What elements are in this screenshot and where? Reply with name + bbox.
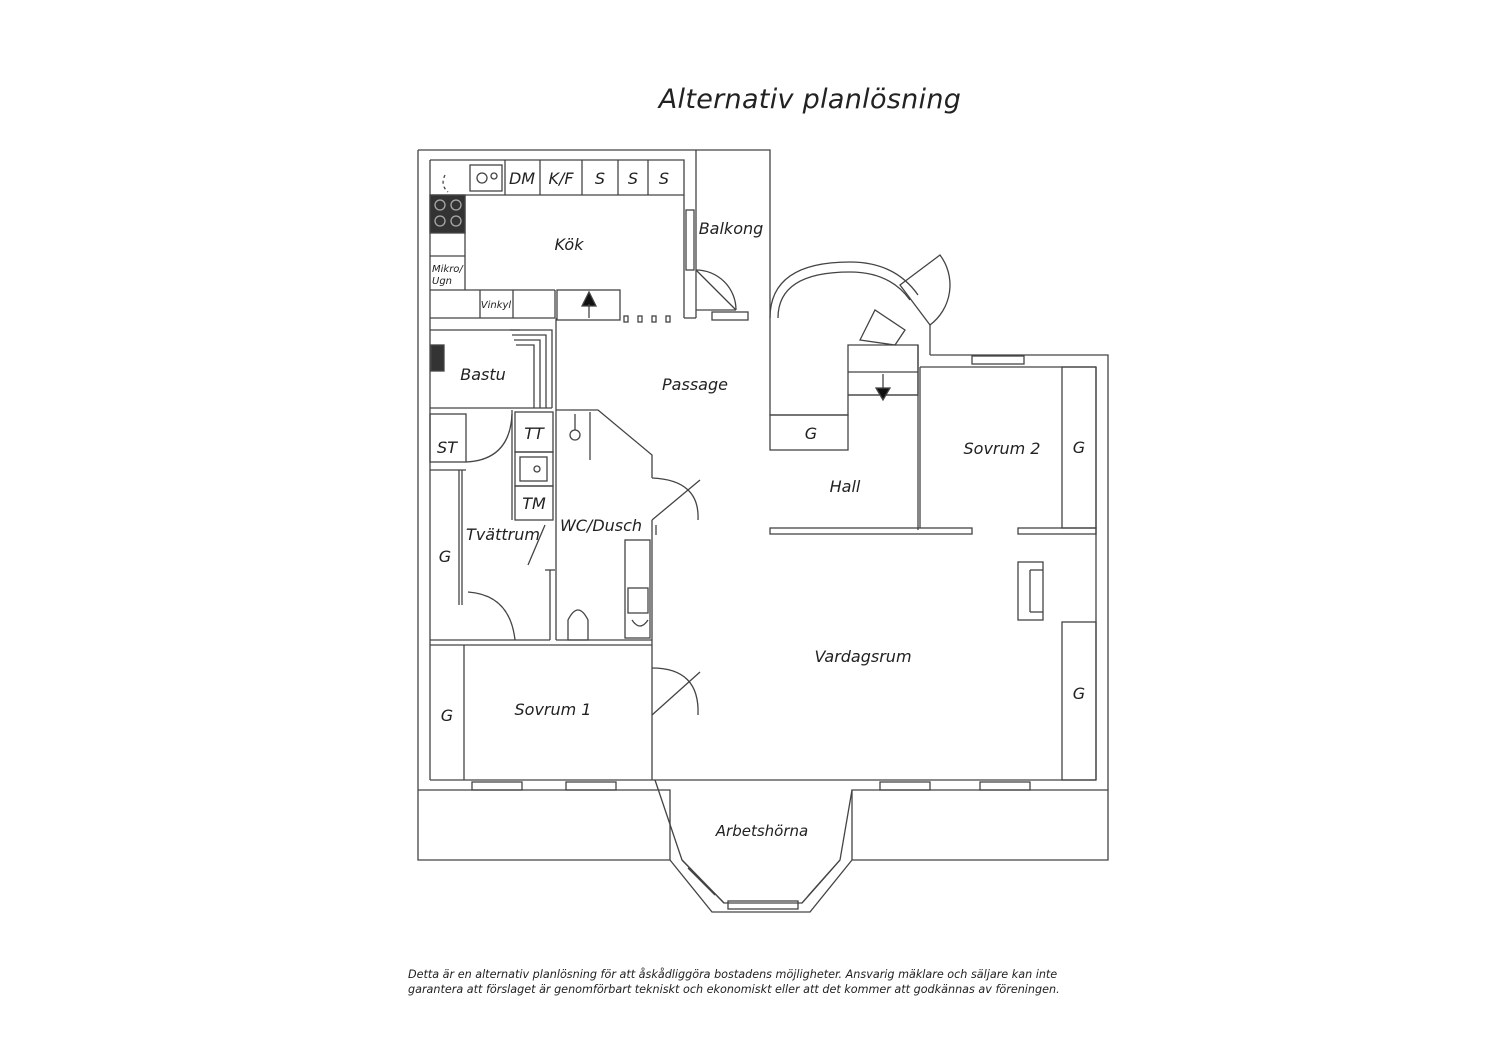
- laundry: [429, 410, 555, 641]
- balcony-door: [685, 209, 749, 321]
- room-balkong-label: Balkong: [699, 219, 764, 238]
- closet-hall-label: G: [805, 424, 817, 443]
- closet-vardagsrum-label: G: [1073, 684, 1085, 703]
- room-vardagsrum-label: Vardagsrum: [814, 647, 911, 666]
- fixture-vinkyl-label: Vinkyl: [481, 300, 512, 311]
- fixture-ugn-label: Ugn: [432, 276, 452, 287]
- interior-walls: [769, 355, 1097, 781]
- room-arbetshorna-label: Arbetshörna: [715, 822, 808, 840]
- room-wc-dusch-label: WC/Dusch: [560, 516, 642, 535]
- fixture-s1-label: S: [595, 169, 605, 188]
- closet-sovrum1-label: G: [441, 706, 453, 725]
- sauna: [430, 318, 557, 640]
- bay-window: [654, 779, 853, 910]
- room-tvattrum-label: Tvättrum: [466, 525, 540, 544]
- bedroom-1: [430, 644, 1031, 791]
- kitchen: [429, 160, 696, 323]
- fixture-kf-label: K/F: [548, 169, 574, 188]
- closet-tvattrum-label: G: [439, 547, 451, 566]
- fixture-tt-label: TT: [524, 424, 545, 443]
- disclaimer-line-1: Detta är en alternativ planlösning för a…: [408, 968, 1058, 981]
- entrance-stair: [769, 254, 951, 530]
- disclaimer-line-2: garantera att förslaget är genomförbart …: [408, 983, 1060, 996]
- room-passage-label: Passage: [662, 375, 728, 394]
- plan-title: Alternativ planlösning: [658, 84, 962, 115]
- fixture-dm-label: DM: [509, 169, 535, 188]
- room-sovrum1-label: Sovrum 1: [515, 700, 592, 719]
- fixture-s2-label: S: [628, 169, 638, 188]
- fixture-st-label: ST: [437, 438, 458, 457]
- fixture-mikro-label: Mikro/: [432, 264, 464, 275]
- room-hall-label: Hall: [830, 477, 861, 496]
- fixture-s3-label: S: [659, 169, 669, 188]
- room-bastu-label: Bastu: [460, 365, 506, 384]
- room-sovrum2-label: Sovrum 2: [964, 439, 1041, 458]
- fixture-tm-label: TM: [522, 494, 546, 513]
- disclaimer-text: Detta är en alternativ planlösning för a…: [408, 967, 1128, 997]
- room-kok-label: Kök: [555, 235, 585, 254]
- closet-sovrum2-label: G: [1073, 438, 1085, 457]
- bathroom: [556, 409, 701, 780]
